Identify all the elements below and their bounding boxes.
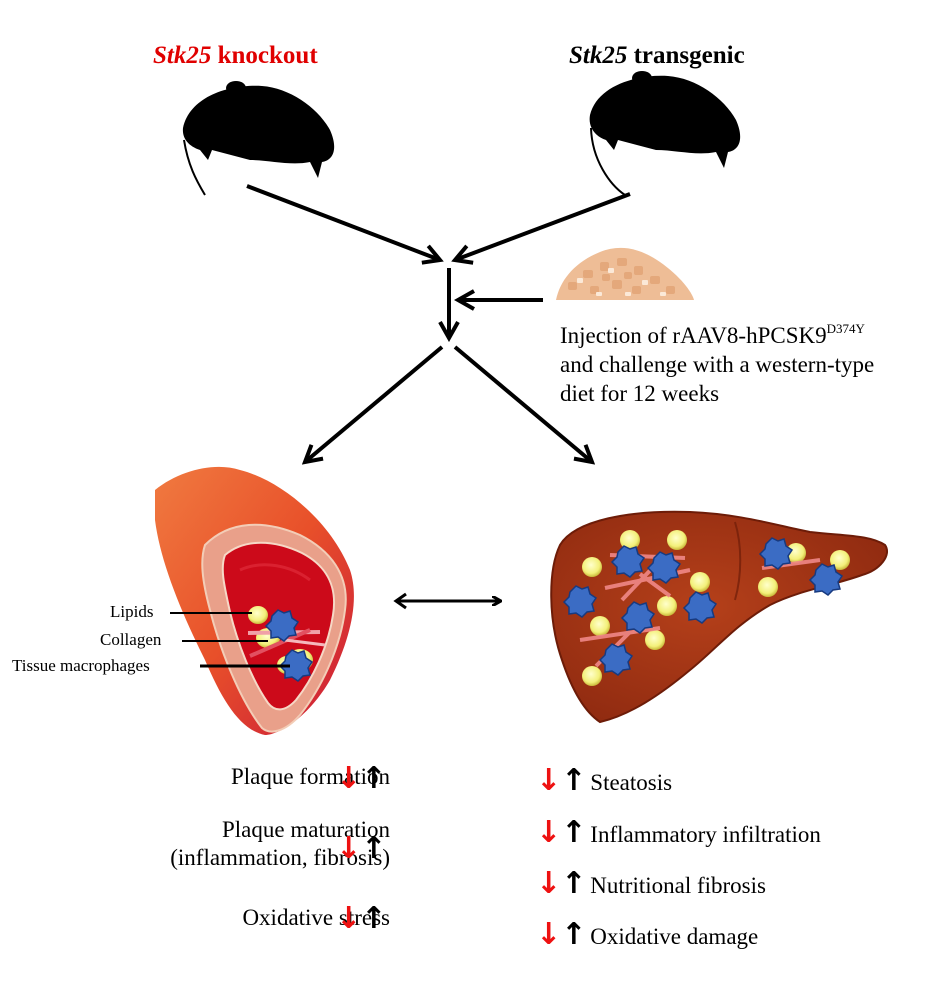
decrease-arrow-icon: ↓ bbox=[536, 815, 562, 850]
liver-effect-row: ↓↑ Oxidative damage bbox=[536, 920, 758, 951]
vessel-effect-arrows: ↓↑ bbox=[336, 834, 386, 864]
arrow-to-liver bbox=[453, 345, 592, 462]
decrease-arrow-icon: ↓ bbox=[336, 901, 362, 936]
liver-effect-row: ↓↑ Nutritional fibrosis bbox=[536, 869, 766, 900]
vessel-effect-row: Plaque maturation (inflammation, fibrosi… bbox=[170, 816, 390, 872]
vessel-effect-label: Plaque maturation bbox=[222, 817, 390, 842]
collagen-fiber bbox=[284, 638, 326, 647]
increase-arrow-icon: ↑ bbox=[561, 917, 587, 952]
knockout-mouse-icon bbox=[182, 81, 335, 196]
vessel-effect-arrows: ↓↑ bbox=[336, 904, 386, 934]
liver-effect-label: Nutritional fibrosis bbox=[590, 873, 766, 898]
macrophage-icon bbox=[264, 609, 300, 642]
arrow-knockout-to-merge bbox=[246, 184, 440, 260]
increase-arrow-icon: ↑ bbox=[361, 761, 387, 796]
liver-lipid-droplets bbox=[582, 530, 850, 686]
decrease-arrow-icon: ↓ bbox=[336, 831, 362, 866]
vessel-effect-sublabel: (inflammation, fibrosis) bbox=[170, 845, 390, 870]
transgenic-mouse-icon bbox=[589, 71, 741, 196]
increase-arrow-icon: ↑ bbox=[361, 901, 387, 936]
macrophage-icon bbox=[278, 649, 314, 682]
mutation-superscript: D374Y bbox=[826, 321, 865, 336]
vessel-effect-row: Plaque formation bbox=[231, 763, 390, 791]
liver-illustration bbox=[550, 510, 888, 724]
collagen-label: Collagen bbox=[100, 630, 162, 649]
decrease-arrow-icon: ↓ bbox=[536, 866, 562, 901]
lipids-label: Lipids bbox=[110, 602, 154, 621]
increase-arrow-icon: ↑ bbox=[361, 831, 387, 866]
decrease-arrow-icon: ↓ bbox=[536, 763, 562, 798]
lipid-droplet bbox=[248, 606, 268, 624]
collagen-fiber bbox=[249, 628, 311, 658]
treatment-line-2: and challenge with a western-type bbox=[560, 352, 875, 377]
transgenic-title: Stk25 transgenic bbox=[569, 42, 745, 70]
liver-effect-row: ↓↑ Inflammatory infiltration bbox=[536, 818, 821, 849]
decrease-arrow-icon: ↓ bbox=[536, 917, 562, 952]
increase-arrow-icon: ↑ bbox=[561, 815, 587, 850]
blood-vessel-illustration bbox=[155, 466, 354, 735]
arrow-to-vessel bbox=[305, 345, 444, 462]
knockout-label: knockout bbox=[217, 42, 318, 69]
bidirectional-arrow bbox=[393, 592, 500, 610]
increase-arrow-icon: ↑ bbox=[561, 763, 587, 798]
liver-effect-label: Inflammatory infiltration bbox=[590, 822, 821, 847]
treatment-line-1: Injection of rAAV8-hPCSK9D374Y bbox=[560, 321, 865, 348]
increase-arrow-icon: ↑ bbox=[561, 866, 587, 901]
knockout-gene: Stk25 bbox=[153, 42, 212, 69]
treatment-line-3: diet for 12 weeks bbox=[560, 381, 720, 406]
macrophages-label: Tissue macrophages bbox=[12, 656, 150, 675]
diet-pellets-icon bbox=[556, 247, 694, 300]
treatment-caption: Injection of rAAV8-hPCSK9D374Y and chall… bbox=[560, 314, 874, 408]
decrease-arrow-icon: ↓ bbox=[336, 761, 362, 796]
vessel-effect-label: Oxidative stress bbox=[242, 905, 390, 930]
liver-effect-label: Steatosis bbox=[590, 770, 673, 795]
transgenic-gene: Stk25 bbox=[569, 42, 628, 69]
vessel-effect-row: Oxidative stress bbox=[242, 904, 390, 932]
vessel-effect-label: Plaque formation bbox=[230, 764, 390, 789]
arrow-transgenic-to-merge bbox=[455, 192, 631, 260]
transgenic-label: transgenic bbox=[633, 42, 745, 69]
liver-macrophages bbox=[562, 537, 844, 676]
liver-effect-label: Oxidative damage bbox=[590, 924, 759, 949]
flow-arrows bbox=[246, 184, 631, 462]
knockout-title: Stk25 knockout bbox=[153, 42, 318, 70]
vessel-effect-arrows: ↓↑ bbox=[336, 764, 386, 794]
liver-effect-row: ↓↑ Steatosis bbox=[536, 766, 672, 797]
